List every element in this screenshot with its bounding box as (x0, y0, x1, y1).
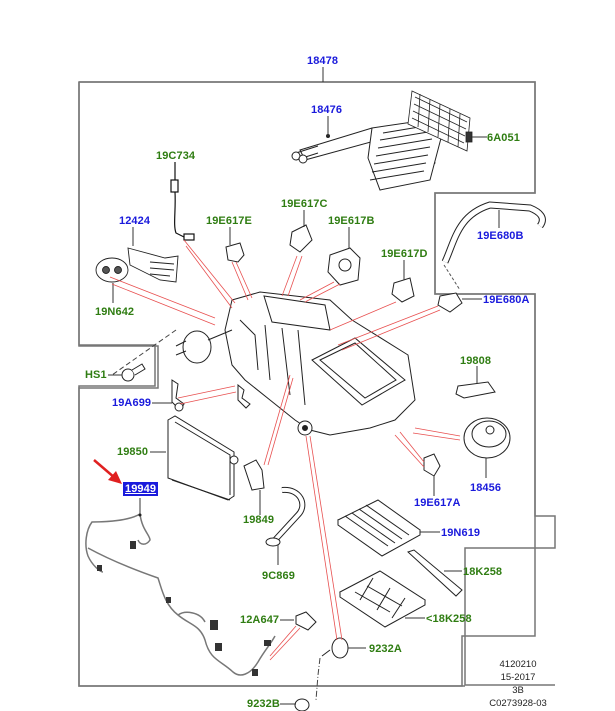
actuator-19E617B-drawing (327, 247, 361, 286)
footer-reference: 4120210 15-2017 3B C0273928-03 (478, 658, 558, 710)
callout-19E680A[interactable]: 19E680A (483, 294, 530, 306)
pipe-9C869-drawing (265, 486, 306, 547)
actuator-19E617D-drawing (391, 277, 415, 303)
callout-19E617C[interactable]: 19E617C (281, 198, 328, 210)
callout-12A647[interactable]: 12A647 (240, 614, 280, 626)
sensor-wire-drawing (170, 162, 195, 241)
footer-line-2: 15-2017 (500, 672, 536, 683)
callout-18K258[interactable]: 18K258 (463, 566, 503, 578)
sensor-12A647-drawing (295, 611, 317, 631)
callout-9232A[interactable]: 9232A (369, 643, 402, 655)
drain-connector-drawing (437, 292, 463, 313)
wiring-harness-drawing (85, 513, 276, 676)
evaporator-drawing (167, 415, 239, 501)
callout-18476[interactable]: 18476 (311, 104, 343, 116)
callout-6A051[interactable]: 6A051 (487, 132, 520, 144)
callout-19E617A[interactable]: 19E617A (414, 497, 461, 509)
blower-resistor-drawing (455, 381, 496, 399)
fastener-9232B-drawing (294, 698, 310, 711)
callout-19850[interactable]: 19850 (117, 446, 149, 458)
heater-core-drawing (291, 117, 446, 191)
callout-19A699[interactable]: 19A699 (112, 397, 152, 409)
screw-HS1-drawing (121, 363, 146, 382)
callout-18K258-b[interactable]: <18K258 (426, 613, 472, 625)
fastener-9232A-drawing (321, 637, 349, 659)
actuator-19E617E-drawing (225, 242, 245, 263)
callout-HS1[interactable]: HS1 (85, 369, 107, 381)
callout-18456[interactable]: 18456 (470, 482, 502, 494)
clip-19A699b-drawing (237, 383, 251, 409)
callout-19E680B[interactable]: 19E680B (477, 230, 524, 242)
bracket-drawing (95, 247, 179, 283)
callout-19E617E[interactable]: 19E617E (206, 215, 252, 227)
expansion-valve-drawing (243, 459, 265, 491)
hvac-housing-drawing (175, 291, 416, 436)
callout-19N619[interactable]: 19N619 (441, 527, 481, 539)
callout-19N642[interactable]: 19N642 (95, 306, 135, 318)
footer-line-4: C0273928-03 (489, 698, 547, 709)
callout-19949-highlighted[interactable]: 19949 (122, 482, 159, 496)
actuator-19E617A-drawing (423, 453, 441, 477)
callout-9232B[interactable]: 9232B (247, 698, 280, 710)
actuator-19E617C-drawing (289, 224, 313, 253)
cabin-filter-drawing (337, 499, 421, 557)
callout-19C734[interactable]: 19C734 (156, 150, 196, 162)
assembly-leader-lines (109, 239, 461, 661)
callout-12424[interactable]: 12424 (119, 215, 151, 227)
callout-19808[interactable]: 19808 (460, 355, 492, 367)
filter-frame-drawing (339, 570, 426, 628)
filter-bracket-drawing (407, 549, 463, 597)
ptc-heater-drawing (407, 90, 473, 152)
drain-hose-drawing (441, 201, 546, 264)
callout-18478[interactable]: 18478 (307, 55, 339, 67)
footer-line-1: 4120210 (499, 659, 537, 670)
blower-motor-drawing (463, 417, 511, 459)
callout-9C869[interactable]: 9C869 (262, 570, 295, 582)
callout-19E617D[interactable]: 19E617D (381, 248, 428, 260)
callout-19849[interactable]: 19849 (243, 514, 275, 526)
clip-19A699-drawing (171, 379, 185, 412)
callout-19E617B[interactable]: 19E617B (328, 215, 375, 227)
frame-border (78, 81, 536, 687)
footer-line-3: 3B (512, 685, 524, 696)
harness-connectors (97, 541, 271, 676)
pointer-arrow (93, 459, 122, 484)
